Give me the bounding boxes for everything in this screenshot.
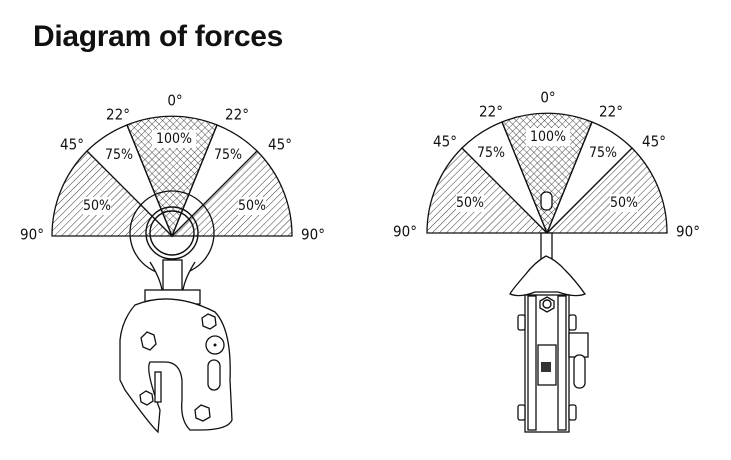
- vertical-plate-clamp-front: [119, 190, 233, 434]
- page-title: Diagram of forces: [33, 20, 283, 53]
- sector-50-left: [51, 150, 174, 237]
- angle-label-90-right: 90°: [301, 226, 325, 244]
- capacity-label-50-right: 50%: [610, 195, 638, 211]
- front-view-diagram: 0° 22° 22° 45° 45° 90° 90° 100% 75% 75% …: [20, 92, 325, 434]
- angle-label-22-left: 22°: [479, 103, 503, 121]
- capacity-label-75-right: 75%: [589, 145, 617, 161]
- angle-label-22-right: 22°: [599, 103, 623, 121]
- side-view-diagram: 0° 22° 22° 45° 45° 90° 90° 100% 75% 75% …: [393, 89, 700, 433]
- angle-label-90-left: 90°: [20, 226, 44, 244]
- angle-label-22-left: 22°: [106, 106, 130, 124]
- angle-label-90-left: 90°: [393, 223, 417, 241]
- capacity-label-50-left: 50%: [83, 198, 111, 214]
- force-semicircle: [426, 112, 668, 235]
- capacity-label-75-right: 75%: [214, 147, 242, 163]
- angle-label-45-left: 45°: [60, 136, 84, 154]
- capacity-label-100: 100%: [156, 131, 192, 147]
- capacity-label-75-left: 75%: [477, 145, 505, 161]
- angle-label-45-right: 45°: [642, 133, 666, 151]
- capacity-label-50-left: 50%: [456, 195, 484, 211]
- capacity-label-75-left: 75%: [105, 147, 133, 163]
- angle-label-45-right: 45°: [268, 136, 292, 154]
- angle-label-90-right: 90°: [676, 223, 700, 241]
- capacity-label-50-right: 50%: [238, 198, 266, 214]
- angle-label-0: 0°: [540, 89, 555, 107]
- angle-label-22-right: 22°: [225, 106, 249, 124]
- angle-label-0: 0°: [167, 92, 182, 110]
- angle-label-45-left: 45°: [433, 133, 457, 151]
- capacity-label-100: 100%: [530, 129, 566, 145]
- vertical-plate-clamp-side: [509, 191, 589, 433]
- force-semicircle: [51, 115, 293, 238]
